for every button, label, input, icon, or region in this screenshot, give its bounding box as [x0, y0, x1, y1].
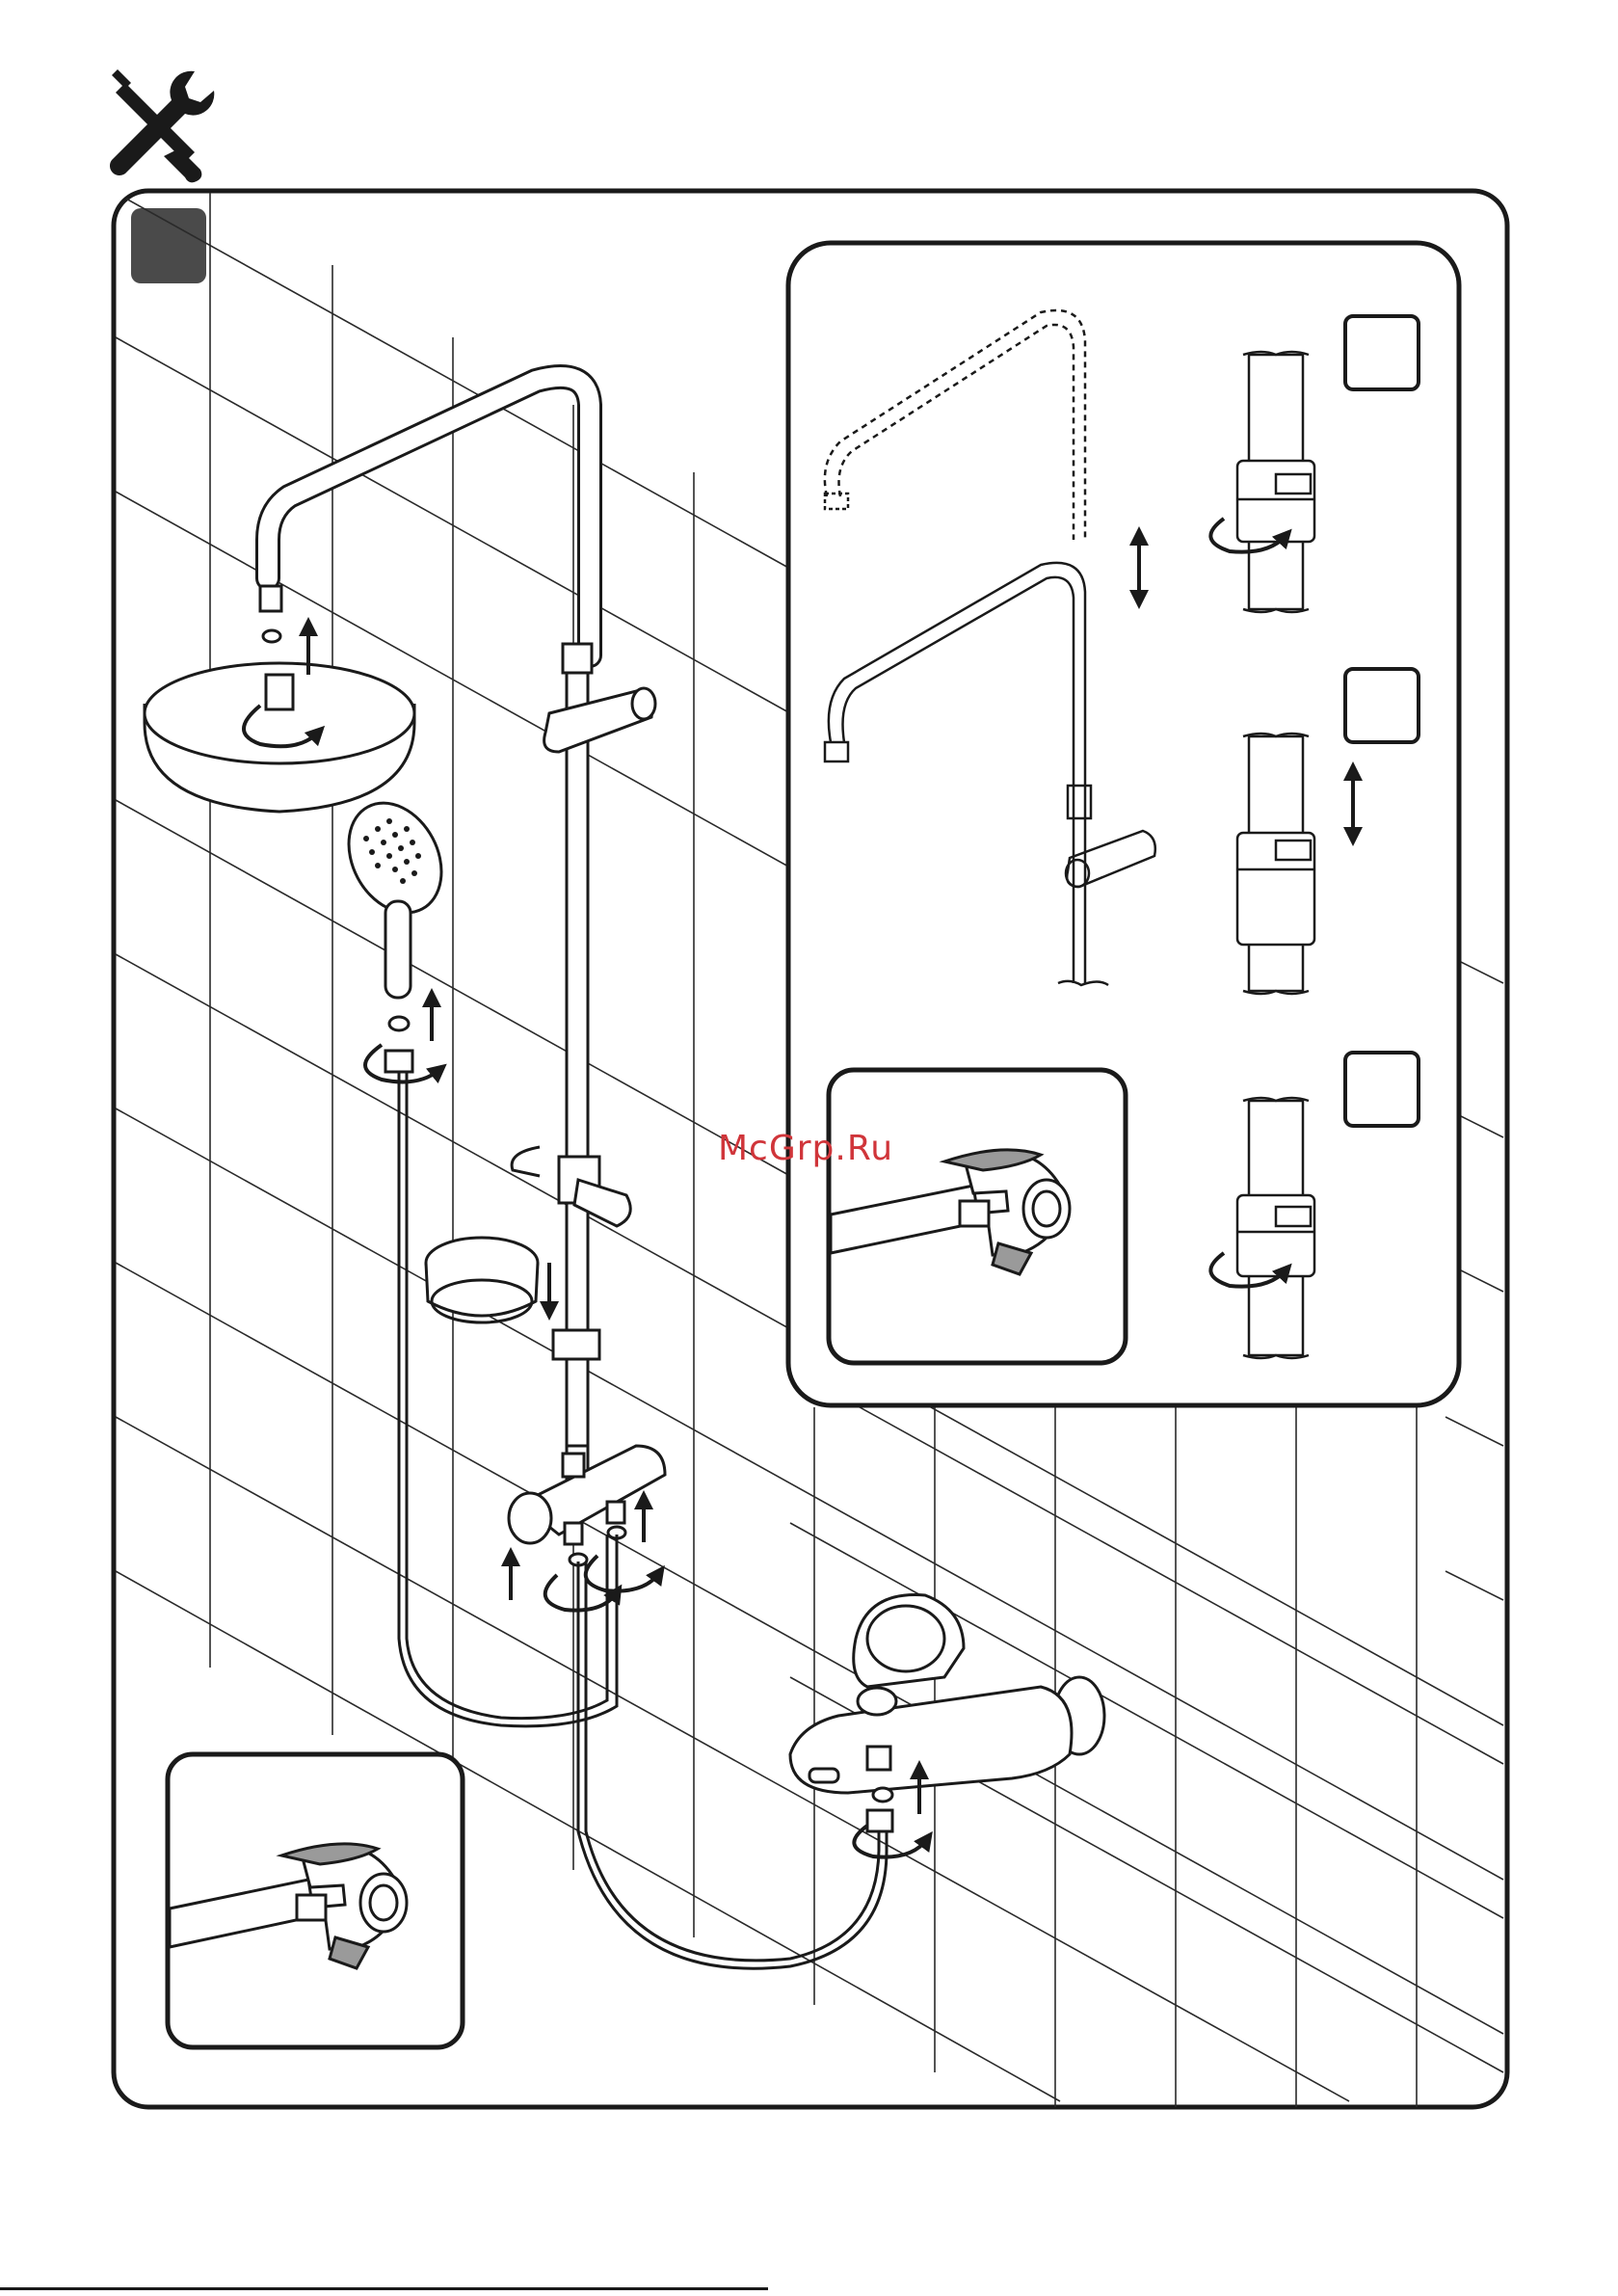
wrench-inset-main — [168, 1754, 463, 2047]
detail-step-1-badge — [1345, 316, 1419, 389]
shower-arm — [268, 377, 590, 655]
soap-dish-ring — [426, 1238, 538, 1322]
overhead-shower-head — [145, 663, 414, 812]
detail-step-3-badge — [1345, 1053, 1419, 1126]
bath-mixer — [790, 1595, 1104, 1793]
hand-shower — [331, 787, 460, 998]
wrench-inset-detail — [829, 1070, 1126, 1363]
footer-rule — [0, 2287, 768, 2290]
watermark: McGrp.Ru — [718, 1129, 893, 1168]
tools-icon — [110, 69, 214, 182]
detail-step-2-badge — [1345, 669, 1419, 742]
arm-holder — [544, 688, 655, 752]
step-badge — [131, 208, 206, 283]
